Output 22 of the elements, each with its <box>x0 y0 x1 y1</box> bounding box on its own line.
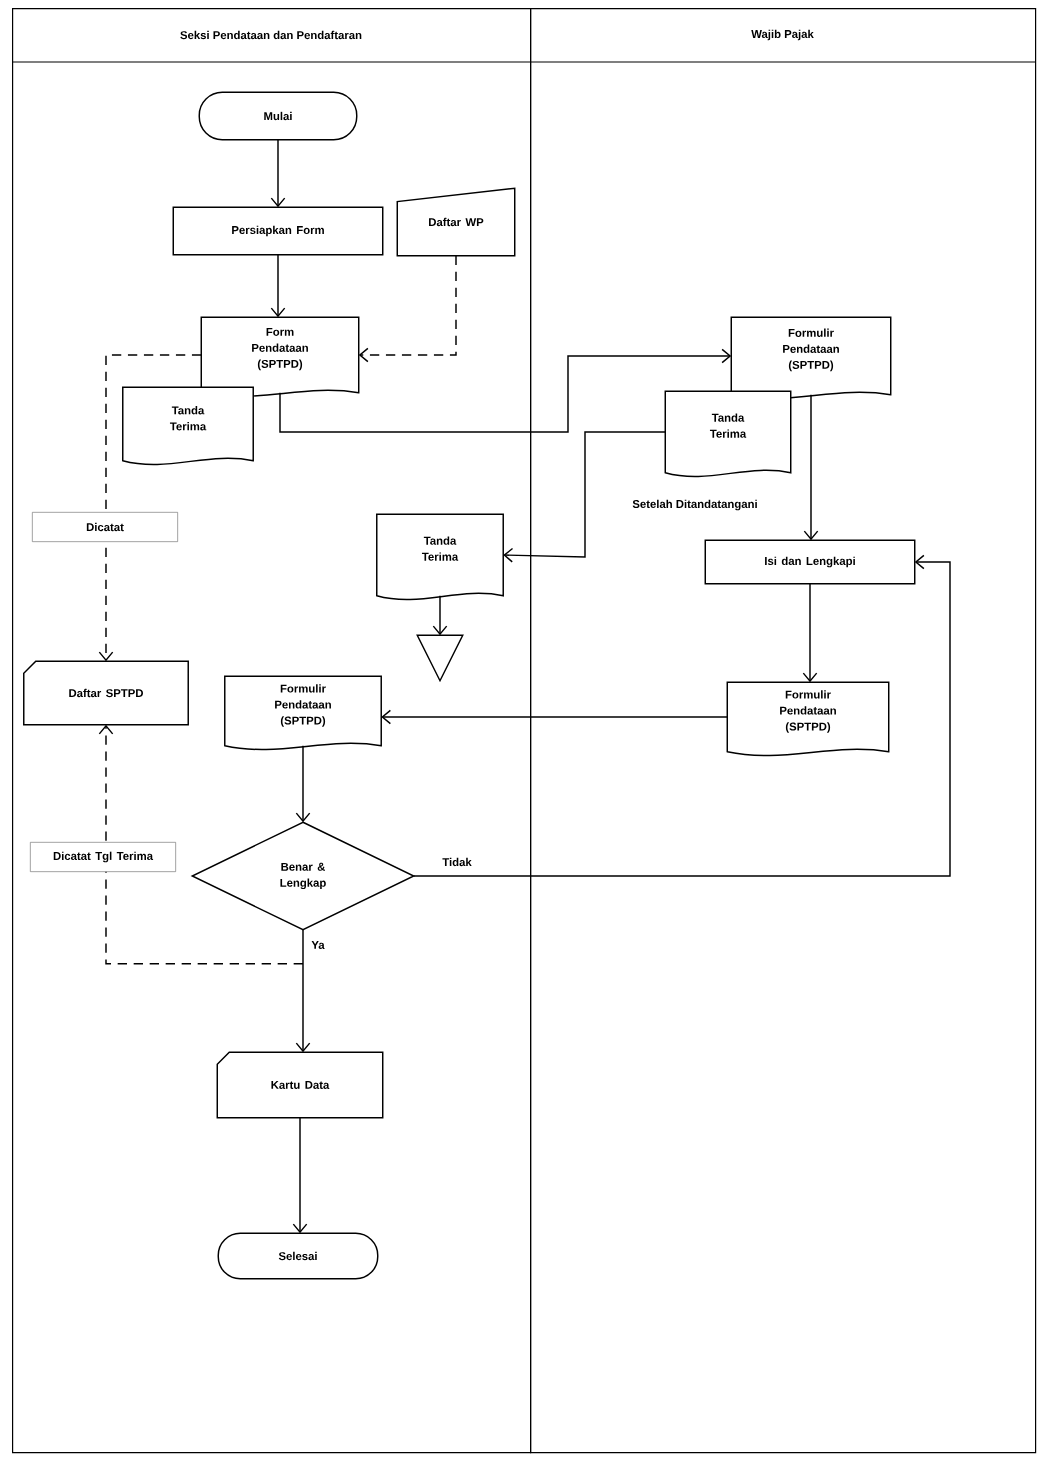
arrow <box>802 583 818 683</box>
arrow <box>292 1117 308 1234</box>
arrow <box>295 745 311 823</box>
process-box: Persiapkan Form <box>172 206 384 256</box>
arrow <box>803 394 819 541</box>
arrow <box>503 431 666 563</box>
arrow <box>270 254 286 318</box>
edge-label: Tidak <box>440 856 474 868</box>
edge-label: Ya <box>310 939 326 951</box>
arrow <box>98 724 304 965</box>
arrow <box>279 348 732 433</box>
edge-label: Dicatat Tgl Terima <box>30 842 176 872</box>
edge-label: Setelah Ditandatangani <box>631 498 759 512</box>
arrow <box>295 929 311 1053</box>
arrow <box>413 554 951 877</box>
arrow <box>98 354 202 662</box>
arrow <box>358 255 457 363</box>
process-box: Isi dan Lengkapi <box>704 539 916 585</box>
arrow <box>270 139 286 208</box>
arrow <box>432 595 448 636</box>
arrow <box>381 709 728 725</box>
edge-label: Dicatat <box>32 512 178 542</box>
